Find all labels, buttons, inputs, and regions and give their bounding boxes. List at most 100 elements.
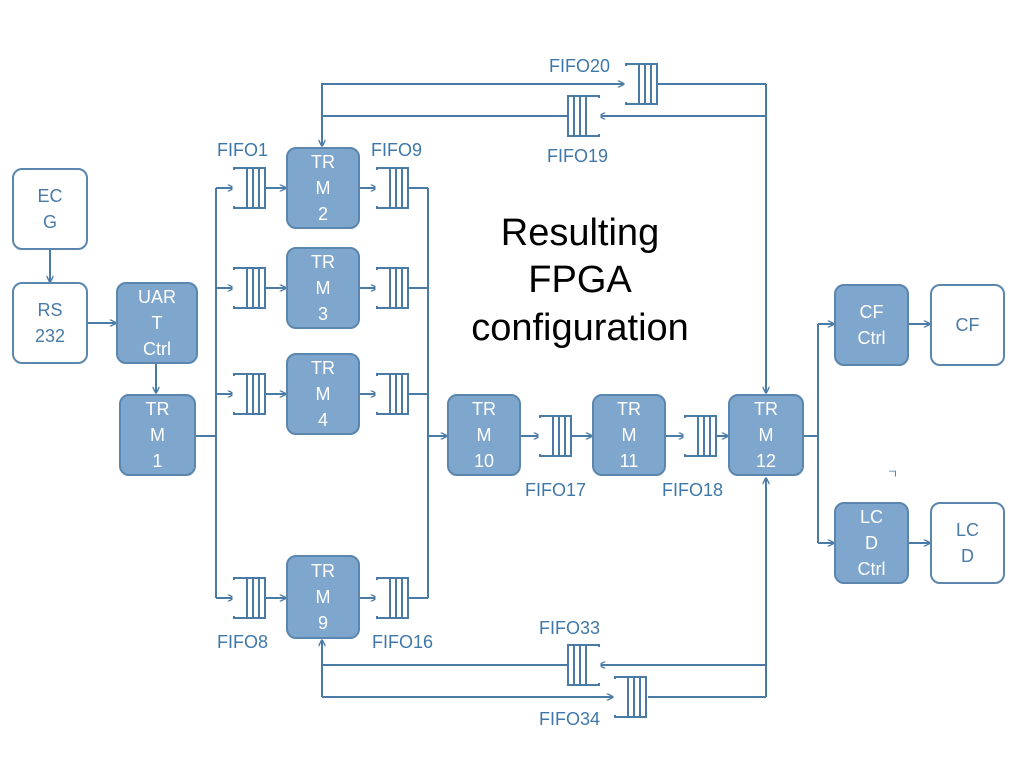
cf-box bbox=[930, 284, 1005, 366]
lcd-label-line: LC bbox=[956, 520, 979, 540]
trm10-label-line: TR bbox=[472, 399, 496, 419]
title-line-2: FPGA bbox=[528, 259, 632, 301]
trm11-label-line: 11 bbox=[620, 451, 639, 471]
trm9-node: TR M 9 bbox=[286, 555, 360, 639]
uart-label-line: Ctrl bbox=[143, 339, 171, 359]
fifo-frame bbox=[376, 267, 409, 309]
rs232-label-line: RS bbox=[37, 300, 62, 320]
uart-box bbox=[116, 282, 198, 364]
trm1-node: TR M 1 bbox=[119, 394, 196, 476]
fifo-frame bbox=[233, 577, 266, 619]
trm10-label-line: 10 bbox=[474, 451, 494, 471]
wire-trm2-fifo20 bbox=[322, 84, 624, 146]
fifo9-label: FIFO9 bbox=[371, 140, 422, 160]
fifo18-label: FIFO18 bbox=[662, 480, 723, 500]
trm2-label-line: M bbox=[316, 178, 331, 198]
cfctrl-box bbox=[834, 284, 909, 366]
trm10-box bbox=[447, 394, 521, 476]
fifo19-label: FIFO19 bbox=[547, 146, 608, 166]
rs232-label-line: 232 bbox=[35, 326, 65, 346]
trm12-box bbox=[728, 394, 804, 476]
uart-ctrl-node: UAR T Ctrl bbox=[116, 282, 198, 364]
trm1-box bbox=[119, 394, 196, 476]
trm3-node: TR M 3 bbox=[286, 247, 360, 329]
lcd-node: LC D bbox=[930, 502, 1005, 584]
fifo34-label: FIFO34 bbox=[539, 709, 600, 729]
cfctrl-label-line: CF bbox=[860, 302, 884, 322]
trm11-label-line: M bbox=[622, 425, 637, 445]
trm4-label-line: M bbox=[316, 384, 331, 404]
fifo2-buffer bbox=[232, 267, 266, 309]
fifo8-buffer bbox=[232, 577, 266, 619]
fifo-frame bbox=[376, 577, 409, 619]
fifo9-buffer bbox=[375, 167, 409, 209]
ecg-label-line: EC bbox=[37, 186, 62, 206]
fifo18-buffer bbox=[683, 415, 717, 457]
fifo8-label: FIFO8 bbox=[217, 632, 268, 652]
fifo20-buffer bbox=[624, 63, 658, 105]
trm1-label-line: M bbox=[150, 425, 165, 445]
rs232-node: RS 232 bbox=[12, 282, 88, 364]
trm9-box bbox=[286, 555, 360, 639]
trm12-label-line: TR bbox=[754, 399, 778, 419]
ecg-box bbox=[12, 168, 88, 250]
fifo-buffers bbox=[232, 63, 717, 718]
trm1-label-line: 1 bbox=[152, 451, 162, 471]
trm2-label-line: 2 bbox=[318, 204, 328, 224]
fifo17-label: FIFO17 bbox=[525, 480, 586, 500]
fifo1-buffer bbox=[232, 167, 266, 209]
fifo20-label: FIFO20 bbox=[549, 56, 610, 76]
trm10-label-line: M bbox=[477, 425, 492, 445]
fifo33-buffer bbox=[567, 644, 601, 686]
fifo17-buffer bbox=[538, 415, 572, 457]
fifo16-label: FIFO16 bbox=[372, 632, 433, 652]
fifo-frame bbox=[233, 167, 266, 209]
trm11-box bbox=[592, 394, 666, 476]
diagram-title: Resulting FPGA configuration bbox=[471, 212, 689, 349]
stray-mark: ㄱ bbox=[887, 467, 898, 481]
trm9-label-line: TR bbox=[311, 561, 335, 581]
fifo-frame bbox=[376, 167, 409, 209]
uart-label-line: UAR bbox=[138, 287, 176, 307]
trm3-label-line: M bbox=[316, 278, 331, 298]
fifo-labels: FIFO1 FIFO9 FIFO8 FIFO16 FIFO17 FIFO18 F… bbox=[217, 56, 723, 729]
trm3-label-line: TR bbox=[311, 252, 335, 272]
trm3-label-line: 3 bbox=[318, 304, 328, 324]
title-line-3: configuration bbox=[471, 307, 689, 349]
fifo-frame bbox=[539, 415, 572, 457]
uart-label-line: T bbox=[152, 313, 163, 333]
rs232-box bbox=[12, 282, 88, 364]
fifo-frame bbox=[567, 644, 600, 686]
fifo-frame bbox=[376, 373, 409, 415]
trm1-label-line: TR bbox=[146, 399, 170, 419]
trm2-box bbox=[286, 147, 360, 229]
cf-node: CF bbox=[930, 284, 1005, 366]
ecg-node: EC G bbox=[12, 168, 88, 250]
fifo-frame bbox=[567, 95, 600, 137]
fifo34-buffer bbox=[613, 676, 647, 718]
lcdctrl-box bbox=[834, 502, 909, 584]
fifo-frame bbox=[614, 676, 647, 718]
ecg-label-line: G bbox=[43, 212, 57, 232]
fifo11-buffer bbox=[375, 373, 409, 415]
trm9-label-line: M bbox=[316, 587, 331, 607]
lcd-label-line: D bbox=[961, 546, 974, 566]
trm9-label-line: 9 bbox=[318, 613, 328, 633]
trm2-node: TR M 2 bbox=[286, 147, 360, 229]
fifo16-buffer bbox=[375, 577, 409, 619]
lcdctrl-label-line: D bbox=[865, 533, 878, 553]
trm4-box bbox=[286, 353, 360, 435]
lcdctrl-label-line: LC bbox=[860, 507, 883, 527]
cf-label-line: CF bbox=[956, 315, 980, 335]
fifo-frame bbox=[233, 373, 266, 415]
trm2-label-line: TR bbox=[311, 152, 335, 172]
trm10-node: TR M 10 bbox=[447, 394, 521, 476]
trm3-box bbox=[286, 247, 360, 329]
